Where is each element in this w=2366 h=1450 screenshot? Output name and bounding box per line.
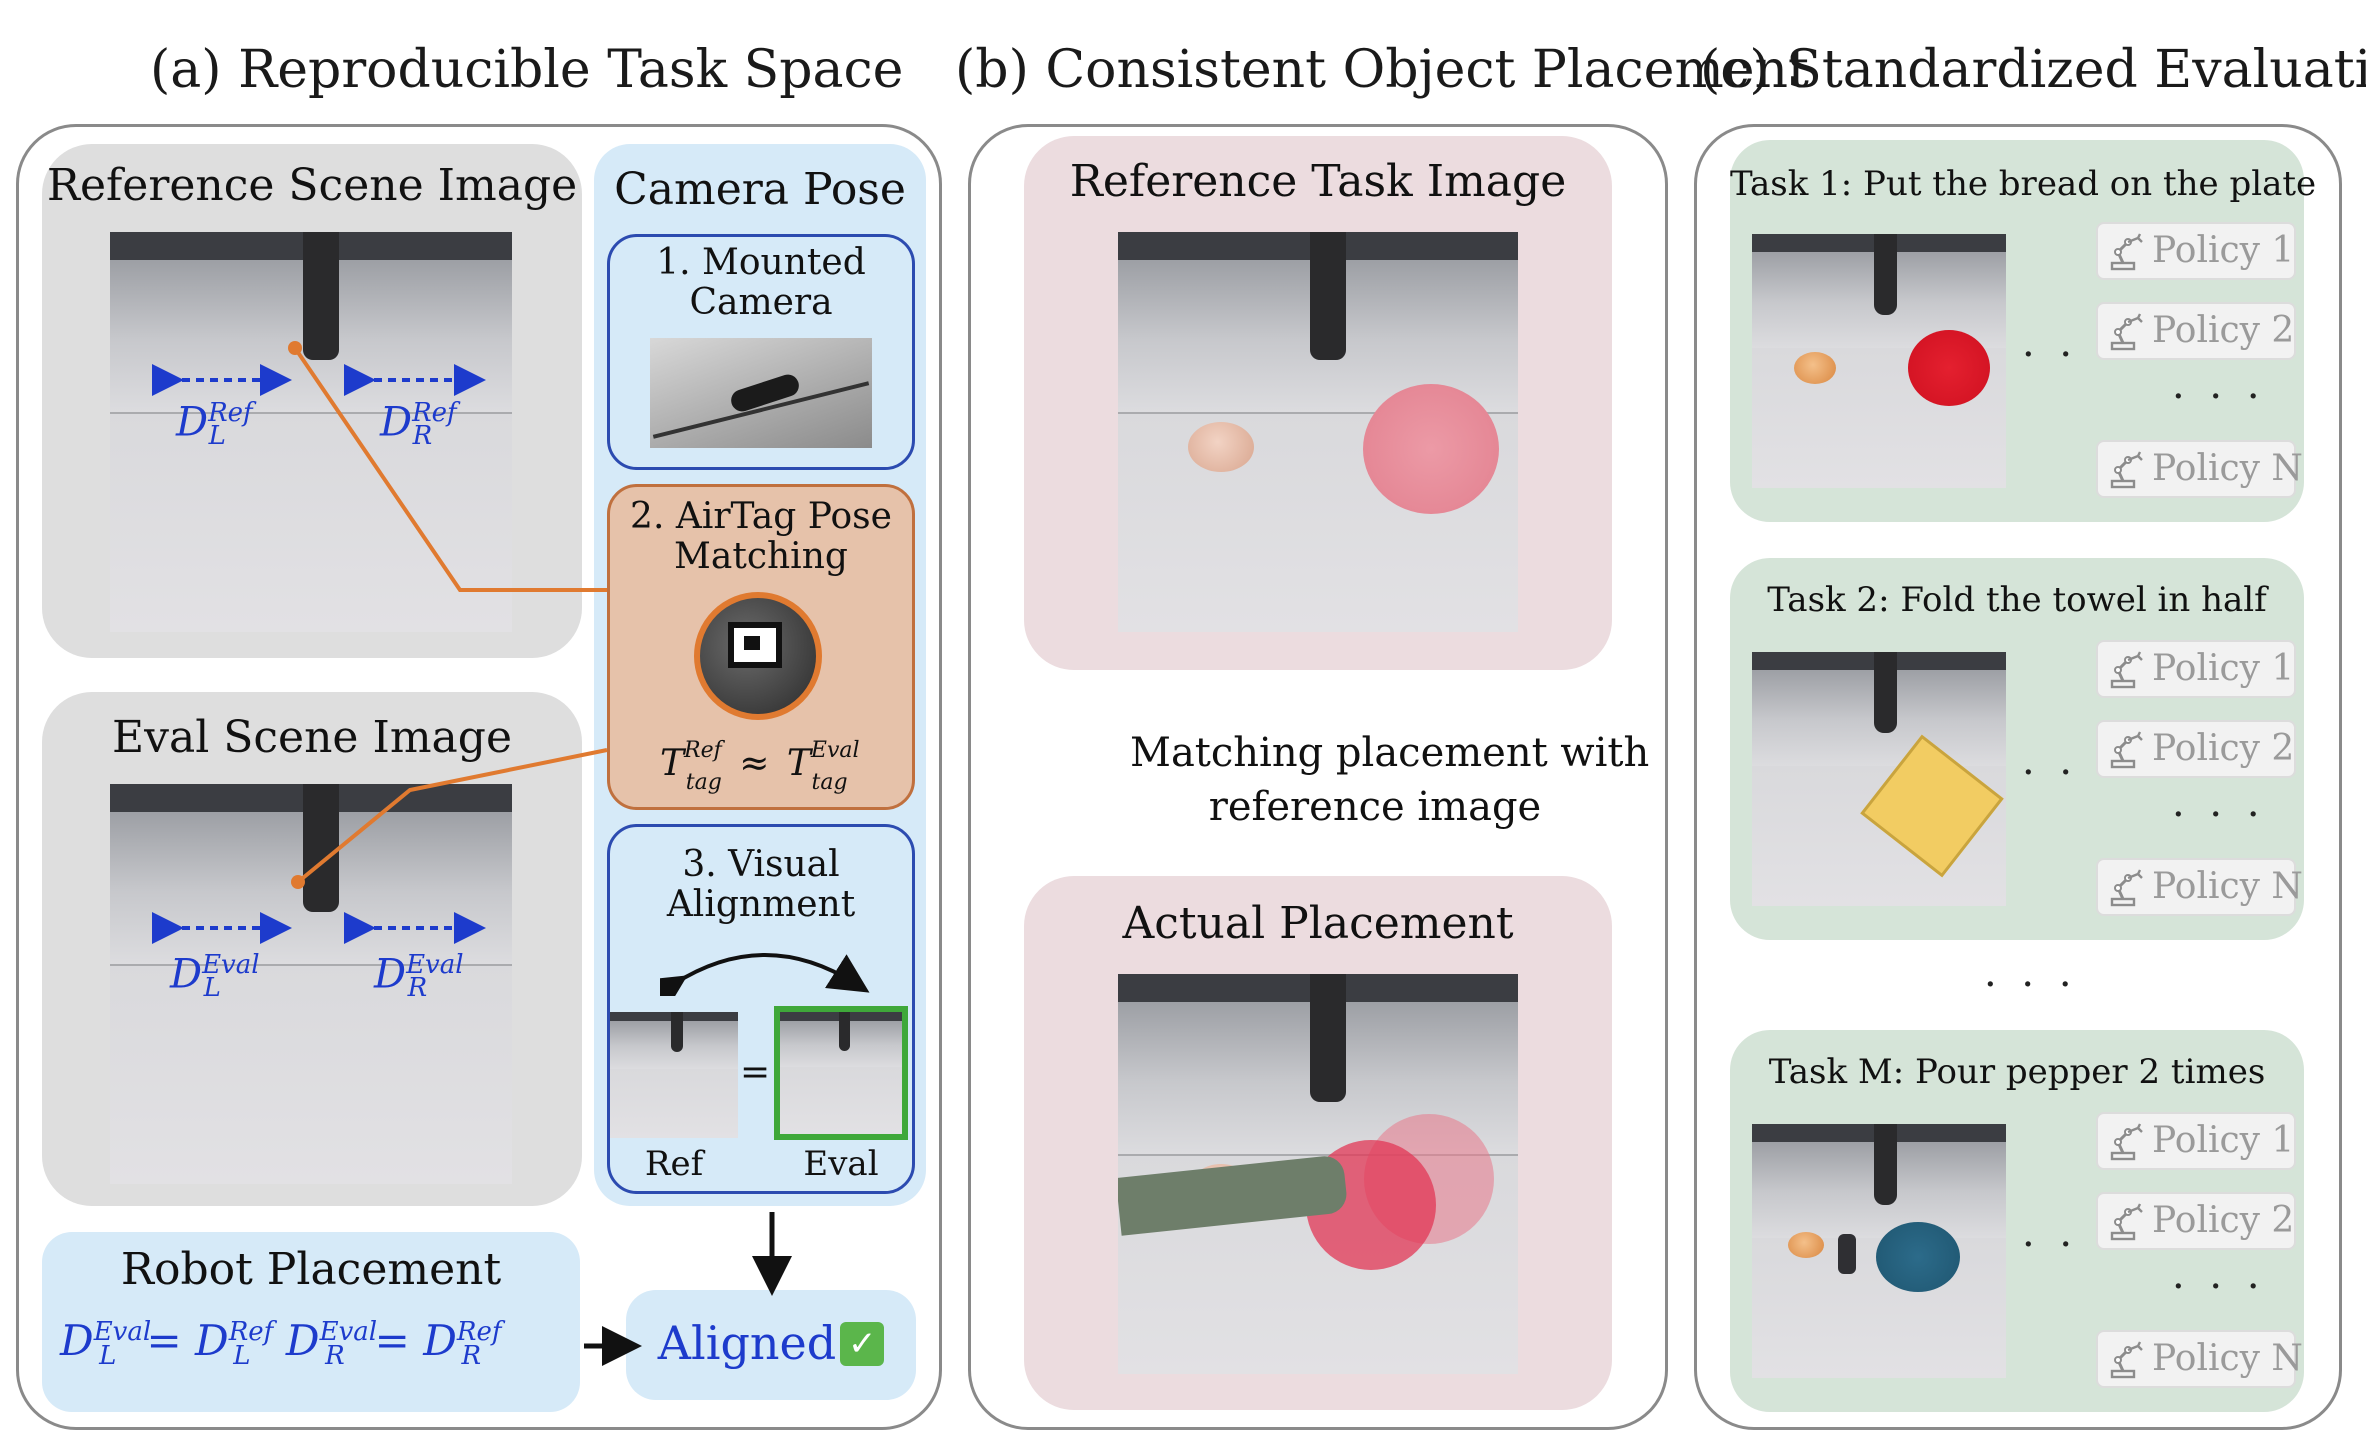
tag-pose-equation: TReftag ≈ TEvaltag [660,738,860,795]
camera-pose-label: Camera Pose [614,164,906,215]
ref-caption: Ref [644,1144,704,1184]
swap-arrow-icon [660,953,870,996]
matching-text-line1: Matching placement with [1130,730,1650,776]
robot-arm-icon [2106,1122,2146,1162]
d-l-eval: DEvalL [170,950,260,1004]
check-icon: ✓ [840,1322,885,1366]
task2-policy-1-chip: Policy 1 [2096,640,2296,698]
orange-connectors [293,346,608,884]
robot-arm-icon [2106,312,2146,352]
robot-arm-icon [2106,232,2146,272]
ellipsis-task2-mid: · · · [2172,792,2266,838]
eval-thumbnail [774,1006,908,1140]
aligned-label-wrap: Aligned✓ [626,1316,916,1370]
policy-label: Policy 2 [2152,1200,2295,1241]
d-r-ref: DRefR [380,398,457,452]
step1-label-line1: 1. Mounted [656,242,866,283]
robot-placement-label: Robot Placement [120,1244,502,1295]
bread-icon [1788,1232,1824,1258]
reference-task-label: Reference Task Image [1069,156,1567,207]
plate-icon [1908,330,1990,406]
step1-label-line2: Camera [689,282,833,323]
ellipsis-task2-left: · · · [2022,750,2116,796]
reference-task-image [1118,232,1518,632]
robot-arm-icon [2106,1340,2146,1380]
eval-caption: Eval [803,1144,879,1184]
eval-scene-label: Eval Scene Image [112,712,512,763]
matching-text-line2: reference image [1208,784,1542,830]
actual-placement-image [1118,974,1518,1374]
ref-thumbnail [610,1012,738,1138]
robot-placement-block [42,1232,580,1412]
task2-image [1752,652,2006,906]
policy-label: Policy 1 [2152,1120,2295,1161]
taskm-image [1752,1124,2006,1378]
policy-label: Policy 1 [2152,230,2295,271]
robot-arm-icon [2106,868,2146,908]
step2-label-line1: 2. AirTag Pose [630,496,892,537]
aligned-label: Aligned [657,1316,837,1370]
task1-policy-3-chip: Policy N [2096,440,2303,498]
d-l-ref: DRefL [176,398,253,452]
taskm-title: Task M: Pour pepper 2 times [1768,1052,2266,1092]
policy-label: Policy N [2152,1338,2303,1379]
policy-label: Policy 2 [2152,728,2295,769]
ellipsis-taskm-mid: · · · [2172,1264,2266,1310]
mounted-camera-image [650,338,872,448]
robot-placement-equation: DEvalL= DRefL DEvalR= DRefR [60,1316,502,1372]
policy-label: Policy 1 [2152,648,2295,689]
pepper-icon [1838,1234,1856,1274]
robot-arm-icon [2106,450,2146,490]
title-a: (a) Reproducible Task Space [150,40,904,100]
ellipsis-taskm-left: · · · [2022,1222,2116,1268]
robot-arm-icon [2106,650,2146,690]
d-r-eval: DEvalR [374,950,464,1004]
ellipsis-between-tasks: · · · [1984,962,2078,1008]
task1-image [1752,234,2006,488]
bread-icon [1188,422,1254,472]
policy-label: Policy 2 [2152,310,2295,351]
actual-placement-label: Actual Placement [1122,898,1514,949]
eval-scene-image [110,784,512,1184]
task2-title: Task 2: Fold the towel in half [1767,580,2267,620]
step3-label-line1: 3. Visual [682,844,840,885]
airtag-circle-image [694,592,822,720]
robot-arm-icon [2106,730,2146,770]
title-b: (b) Consistent Object Placement [955,40,1809,100]
ellipsis-task1-left: · · · [2022,332,2116,378]
step2-label-line2: Matching [674,536,848,577]
robot-arm-icon [2106,1202,2146,1242]
taskm-policy-3-chip: Policy N [2096,1330,2303,1388]
ref-tag-dot [288,341,302,355]
ref-scene-label: Reference Scene Image [46,160,578,211]
title-c: (c) Standardized Evaluation [1700,40,2366,100]
ref-dashed-arrows [152,364,486,944]
policy-label: Policy N [2152,866,2303,907]
bowl-icon [1876,1222,1960,1292]
taskm-policy-2-chip: Policy 2 [2096,1192,2296,1250]
eval-tag-dot [291,875,305,889]
task1-title: Task 1: Put the bread on the plate [1730,164,2317,204]
task2-policy-2-chip: Policy 2 [2096,720,2296,778]
task2-policy-3-chip: Policy N [2096,858,2303,916]
equals-sign: = [740,1052,771,1093]
ellipsis-task1-mid: · · · [2172,374,2266,420]
task1-policy-2-chip: Policy 2 [2096,302,2296,360]
taskm-policy-1-chip: Policy 1 [2096,1112,2296,1170]
plate-icon [1363,384,1499,514]
task1-policy-1-chip: Policy 1 [2096,222,2296,280]
step3-label-line2: Alignment [666,884,856,925]
policy-label: Policy N [2152,448,2303,489]
bread-icon [1794,352,1836,384]
